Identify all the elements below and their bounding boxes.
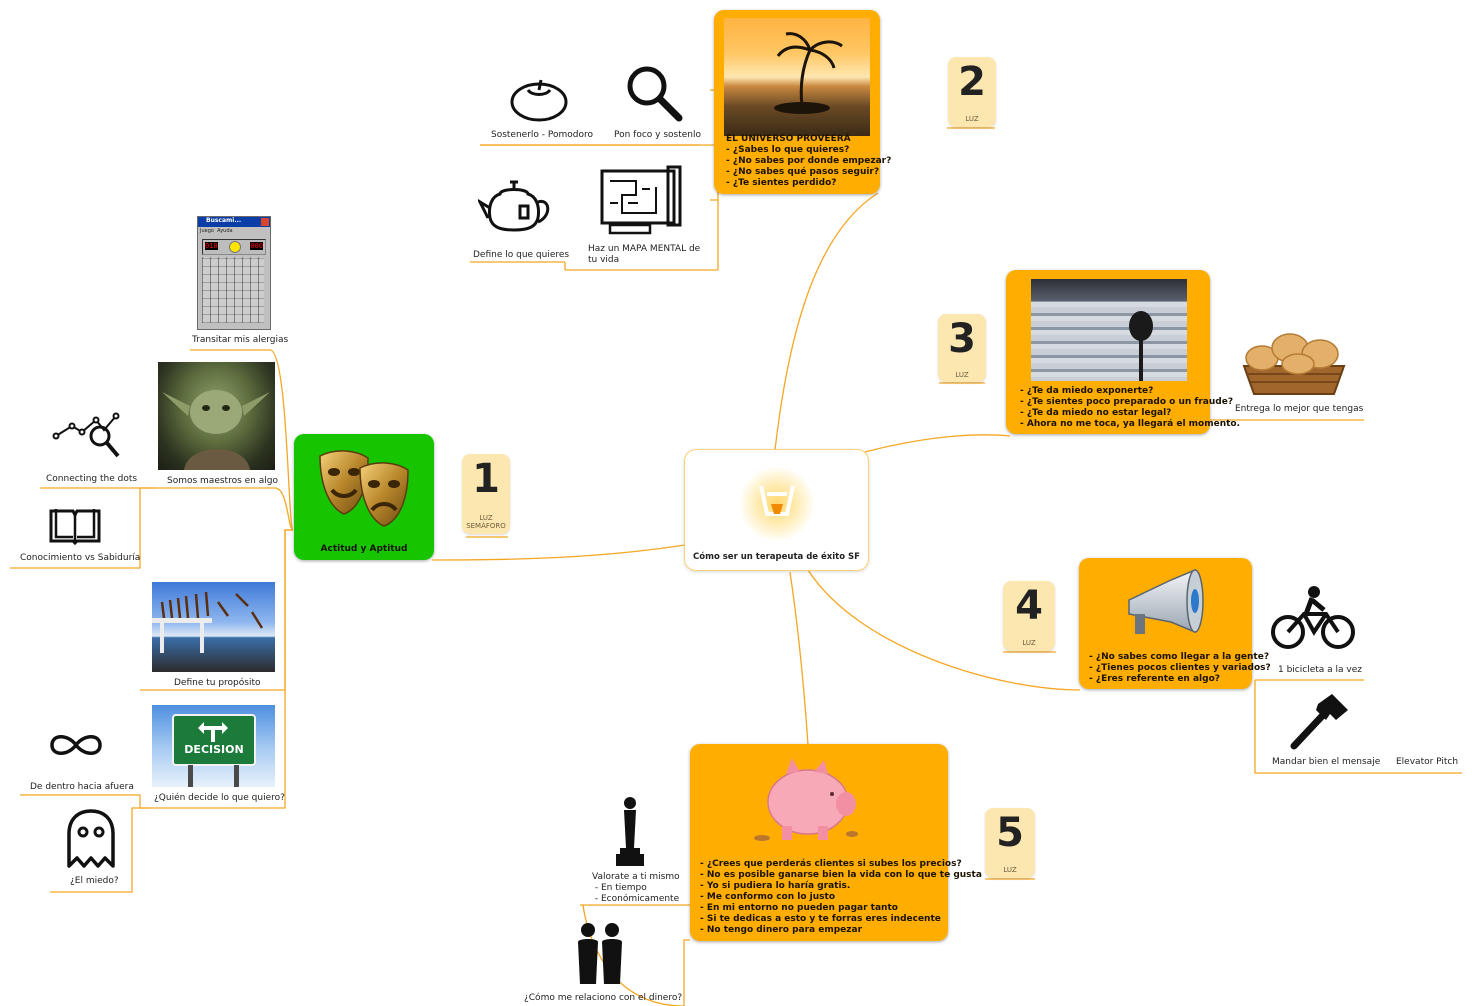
decision-sign-photo[interactable]: DECISION	[152, 705, 275, 787]
split-arrow-icon	[198, 722, 228, 742]
magnifier-label: Pon foco y sostenlo	[614, 130, 702, 140]
oscar-statue-icon	[616, 797, 644, 866]
bicycle-label: 1 bicicleta a la vez	[1278, 665, 1362, 675]
central-topic-title: Cómo ser un terapeuta de éxito SF	[693, 552, 860, 562]
yoda-label: Somos maestros en algo	[167, 476, 278, 486]
teapot-icon	[478, 180, 550, 232]
connecting-dots-icon	[52, 412, 120, 458]
link-center-branch1	[431, 544, 686, 561]
branch1-badge: 1 LUZ SEMÁFORO	[462, 454, 510, 534]
branch5-badge: 5 LUZ	[985, 808, 1035, 878]
branch3-badge: 3 LUZ	[938, 314, 986, 382]
piggy-bank-icon	[754, 758, 858, 841]
tomato-icon	[510, 79, 568, 122]
branch5-text: - ¿Crees que perderás clientes si subes …	[700, 859, 982, 935]
branch2-text: EL UNIVERSO PROVEERÁ - ¿Sabes lo que qui…	[726, 134, 892, 188]
blueprint-map-icon	[600, 165, 682, 235]
branch5-topic[interactable]: - ¿Crees que perderás clientes si subes …	[690, 744, 982, 941]
branch5-badge-label: LUZ	[1003, 866, 1017, 874]
branch3-text: - ¿Te da miedo exponerte? - ¿Te sientes …	[1020, 386, 1241, 429]
tomato-label: Sostenerlo - Pomodoro	[491, 130, 594, 140]
bicycle-icon	[1271, 586, 1355, 649]
branch1-topic[interactable]: Actitud y Aptitud	[294, 434, 434, 560]
branch2-badge-label: LUZ	[965, 115, 979, 123]
mine-counter: 010	[205, 242, 218, 250]
thinking-icon	[739, 466, 815, 542]
minesweeper-grid	[202, 257, 264, 323]
hammer-label: Mandar bien el mensaje	[1272, 757, 1381, 767]
hammer-icon	[1290, 694, 1348, 750]
branch2-topic[interactable]: EL UNIVERSO PROVEERÁ - ¿Sabes lo que qui…	[714, 10, 891, 194]
branch4-badge-number: 4	[1015, 583, 1043, 629]
branch1-badge-number: 1	[472, 456, 500, 502]
branch2-badge: 2 LUZ	[948, 57, 996, 127]
divers-photo[interactable]	[152, 582, 275, 672]
branch4-badge-label: LUZ	[1022, 639, 1036, 647]
smiley-icon	[229, 241, 241, 253]
people-label: ¿Cómo me relaciono con el dinero?	[524, 993, 683, 1003]
decision-label: ¿Quién decide lo que quiero?	[154, 793, 285, 803]
book-label: Conocimiento vs Sabiduría	[20, 553, 141, 563]
link-center-branch2	[774, 192, 879, 451]
link-center-branch3	[864, 434, 1011, 453]
minesweeper-menu: Juego Ayuda	[200, 228, 233, 234]
branch5-badge-number: 5	[996, 810, 1024, 856]
megaphone-icon	[1128, 568, 1204, 634]
timer-counter: 000	[250, 242, 263, 250]
branch2-badge-number: 2	[958, 59, 986, 105]
people-icon	[578, 923, 622, 984]
infinity-icon	[50, 735, 102, 755]
bread-basket-photo	[1242, 333, 1346, 395]
branch3-topic[interactable]: - ¿Te da miedo exponerte? - ¿Te sientes …	[1006, 270, 1240, 434]
oscar-label: Valorate a ti mismo - En tiempo - Económ…	[592, 872, 680, 904]
elevator-label: Elevator Pitch	[1396, 757, 1459, 767]
purpose-label: Define tu propósito	[174, 678, 261, 688]
auditorium-photo	[1031, 279, 1187, 381]
decision-sign-text: DECISION	[184, 743, 244, 756]
link-center-branch5	[789, 571, 809, 746]
branch4-topic[interactable]: - ¿No sabes como llegar a la gente? - ¿T…	[1079, 558, 1271, 689]
branch1-title: Actitud y Aptitud	[320, 544, 408, 554]
infinity-label: De dentro hacia afuera	[30, 782, 134, 792]
branch3-badge-number: 3	[948, 316, 976, 362]
minesweeper-title: Buscami...	[206, 217, 242, 224]
minesweeper-label: Transitar mis alergias	[192, 335, 289, 345]
open-book-icon	[49, 509, 101, 545]
branch4-text: - ¿No sabes como llegar a la gente? - ¿T…	[1089, 652, 1271, 684]
minesweeper-window-image[interactable]: Buscami... Juego Ayuda 010 000	[197, 216, 271, 330]
branch4-badge: 4 LUZ	[1003, 581, 1055, 651]
window-close-icon	[261, 218, 269, 226]
map-label: Haz un MAPA MENTAL de tu vida	[588, 244, 701, 265]
theater-masks-icon	[319, 450, 409, 527]
branch1-badge-label: LUZ SEMÁFORO	[466, 514, 506, 530]
ghost-icon	[67, 809, 115, 868]
teapot-label: Define lo que quieres	[473, 250, 570, 260]
island-palm-photo	[724, 18, 870, 136]
branch3-badge-label: LUZ	[955, 371, 969, 379]
connecting-dots-label: Connecting the dots	[46, 474, 138, 484]
magnifier-icon	[627, 66, 683, 122]
central-topic[interactable]: Cómo ser un terapeuta de éxito SF	[684, 449, 869, 571]
ghost-label: ¿El miedo?	[70, 876, 119, 886]
bread-label: Entrega lo mejor que tengas	[1235, 404, 1364, 414]
link-center-branch4	[807, 569, 1081, 691]
yoda-photo[interactable]	[158, 362, 275, 470]
